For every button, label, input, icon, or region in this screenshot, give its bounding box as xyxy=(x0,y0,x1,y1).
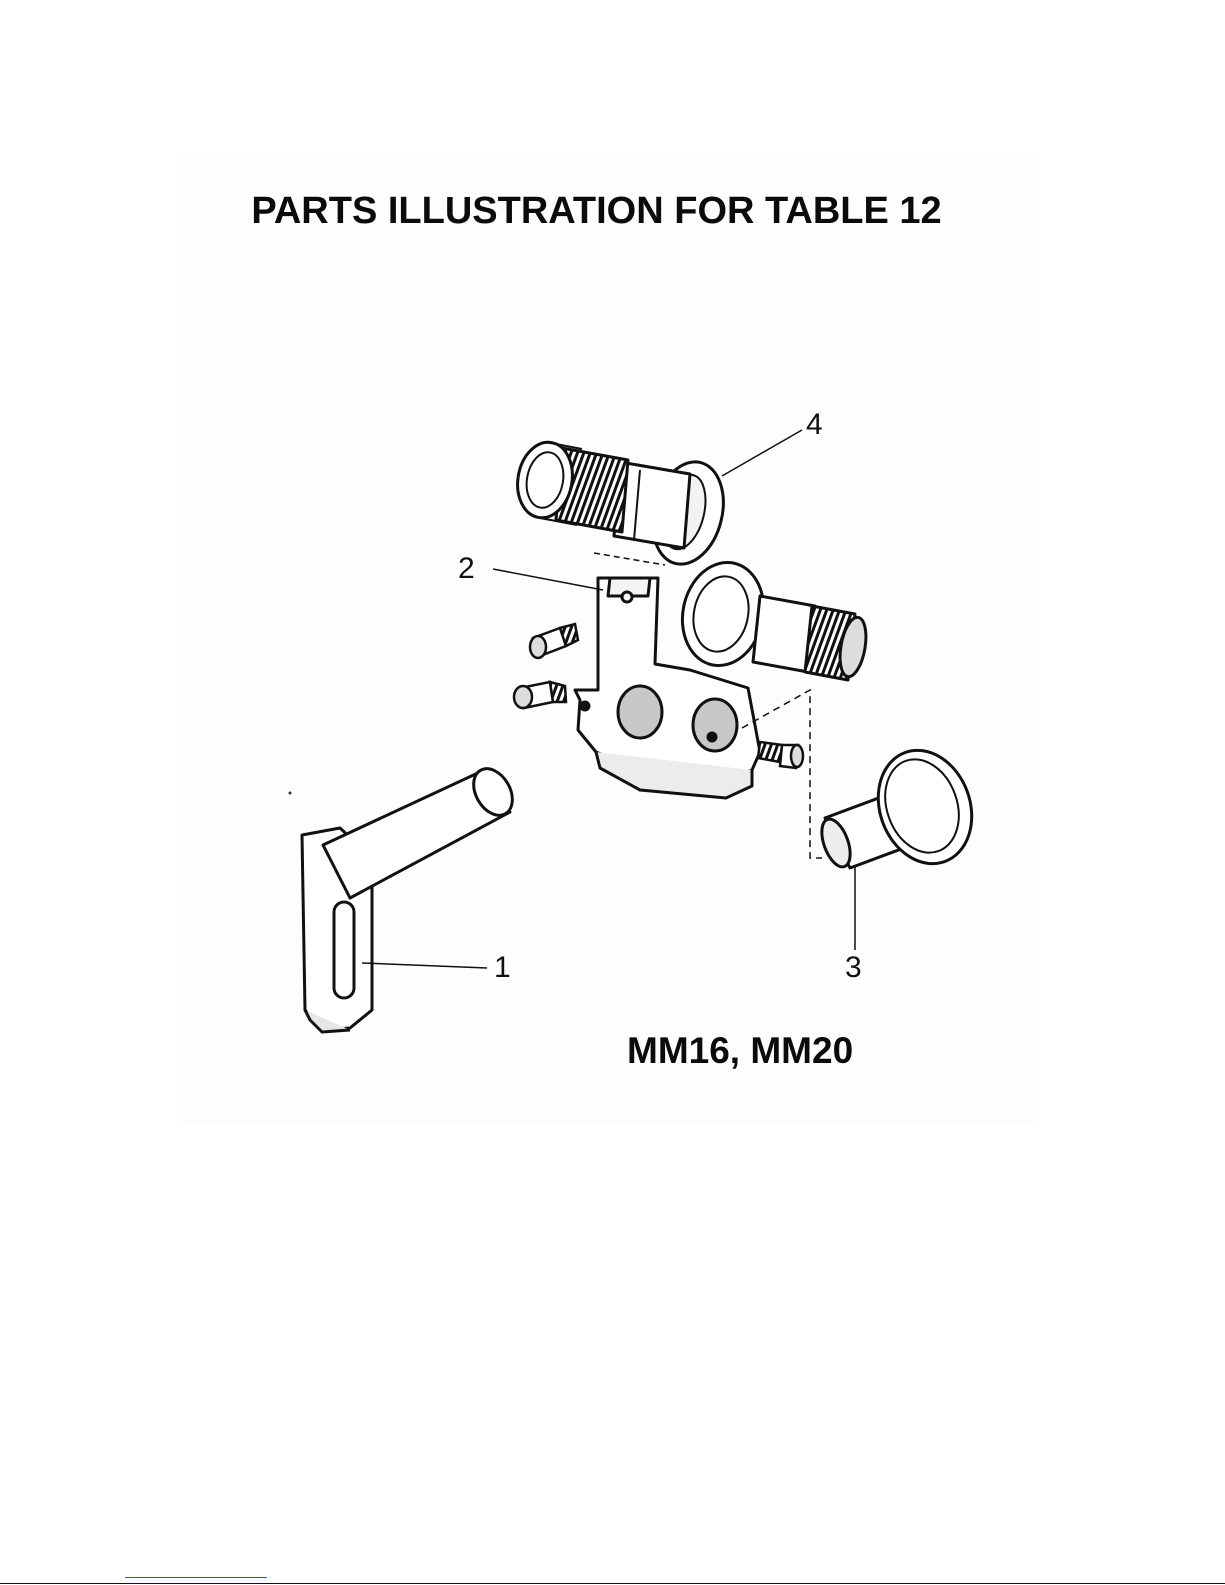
knurled-stop-mounted xyxy=(673,555,870,680)
footer-link-underline xyxy=(125,1577,267,1578)
page-bottom-rule xyxy=(0,1583,1225,1584)
part-4-stop-assembly xyxy=(512,438,734,572)
part-1-slotted-pin xyxy=(302,762,520,1032)
speck xyxy=(289,792,292,795)
part-3-stop-pin xyxy=(816,737,987,877)
model-label: MM16, MM20 xyxy=(627,1030,853,1072)
callout-part-3: 3 xyxy=(845,953,862,983)
callout-part-1: 1 xyxy=(494,953,511,983)
callout-part-2: 2 xyxy=(458,554,475,584)
callout-part-4: 4 xyxy=(806,410,823,440)
